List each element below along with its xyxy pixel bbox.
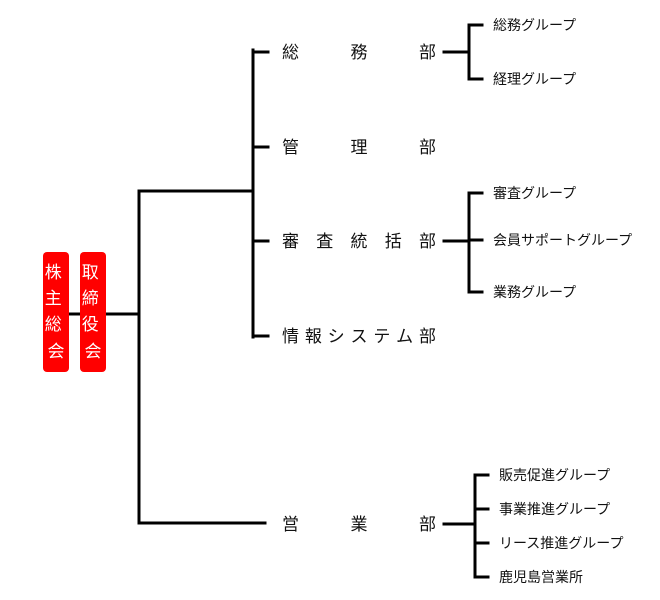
group-label: 業務グループ bbox=[493, 285, 576, 301]
svg-text:株 主 総 会: 株 主 総 会 bbox=[45, 263, 67, 362]
groups: 総務グループ経理グループ審査グループ会員サポートグループ業務グループ販売促進グル… bbox=[493, 18, 632, 586]
group-label: リース推進グループ bbox=[499, 536, 623, 552]
svg-text:取 締 役 会: 取 締 役 会 bbox=[82, 263, 104, 362]
root-char: 総 bbox=[45, 315, 62, 335]
group-label: 鹿児島営業所 bbox=[499, 569, 583, 586]
department-label: 管理部 bbox=[282, 138, 436, 158]
department-label: 営業部 bbox=[282, 515, 436, 535]
root-box-shareholders-meeting: 株 主 総 会 bbox=[43, 252, 69, 372]
root-char: 主 bbox=[45, 289, 62, 309]
group-label: 販売促進グループ bbox=[499, 468, 610, 484]
departments: 総務部管理部審査統括部情報システム部営業部 bbox=[282, 43, 436, 535]
root-char: 会 bbox=[48, 342, 65, 362]
root-char: 取 bbox=[82, 263, 99, 283]
group-label: 審査グループ bbox=[493, 186, 576, 202]
root-char: 株 bbox=[45, 263, 62, 283]
department-label: 情報システム部 bbox=[282, 327, 436, 347]
root-char: 役 bbox=[82, 315, 99, 335]
root-box-board-of-directors: 取 締 役 会 bbox=[80, 252, 106, 372]
connector-lines bbox=[67, 23, 490, 579]
group-label: 事業推進グループ bbox=[499, 502, 610, 518]
department-label: 審査統括部 bbox=[282, 232, 436, 252]
root-char: 締 bbox=[82, 289, 99, 309]
group-label: 経理グループ bbox=[493, 72, 576, 88]
department-label: 総務部 bbox=[282, 43, 436, 63]
group-label: 総務グループ bbox=[493, 18, 576, 34]
root-char: 会 bbox=[85, 342, 102, 362]
group-label: 会員サポートグループ bbox=[493, 233, 632, 249]
